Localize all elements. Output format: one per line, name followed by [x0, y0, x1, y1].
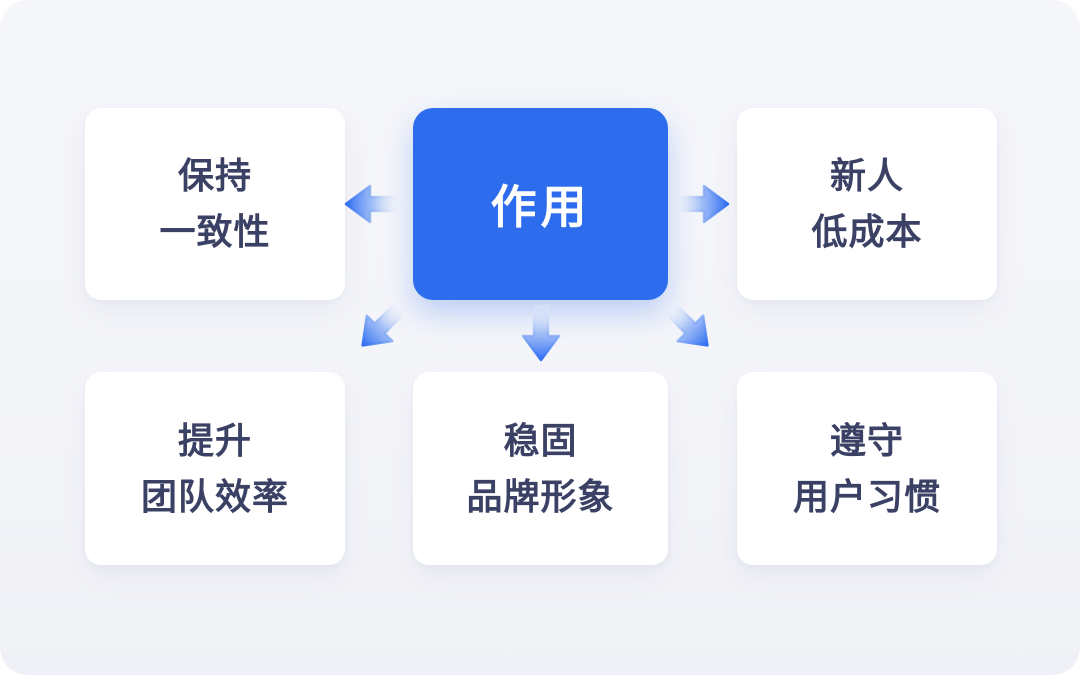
hub-label: 作用 [490, 181, 591, 233]
node-improve-team-efficiency: 提升 团队效率 [85, 372, 345, 565]
node-label-line1: 遵守 [829, 419, 904, 461]
node-label-line1: 稳固 [503, 419, 578, 461]
node-label-line2: 团队效率 [140, 475, 289, 517]
node-label-line2: 用户习惯 [792, 475, 941, 517]
arrow-left-icon [343, 182, 402, 226]
node-label-line2: 品牌形象 [466, 475, 615, 517]
node-center-hub: 作用 [413, 108, 668, 300]
node-label-line1: 保持 [177, 155, 252, 197]
node-maintain-consistency: 保持 一致性 [85, 108, 345, 300]
arrow-down-left-icon [345, 291, 417, 363]
node-newcomer-low-cost: 新人 低成本 [737, 108, 997, 300]
node-label-line2: 低成本 [811, 211, 923, 252]
node-label: 提升 团队效率 [141, 413, 289, 525]
node-label: 新人 低成本 [811, 148, 922, 260]
node-label-line1: 提升 [177, 419, 252, 461]
node-label-line1: 新人 [829, 155, 904, 197]
node-solid-brand-image: 稳固 品牌形象 [413, 372, 668, 565]
node-label-line2: 一致性 [159, 211, 271, 252]
arrow-right-icon [672, 182, 731, 226]
node-label: 遵守 用户习惯 [793, 413, 941, 525]
arrow-down-icon [519, 304, 563, 363]
node-label: 保持 一致性 [159, 148, 270, 260]
arrow-down-right-icon [653, 291, 725, 363]
node-follow-user-habits: 遵守 用户习惯 [737, 372, 997, 565]
node-label: 稳固 品牌形象 [466, 413, 614, 525]
